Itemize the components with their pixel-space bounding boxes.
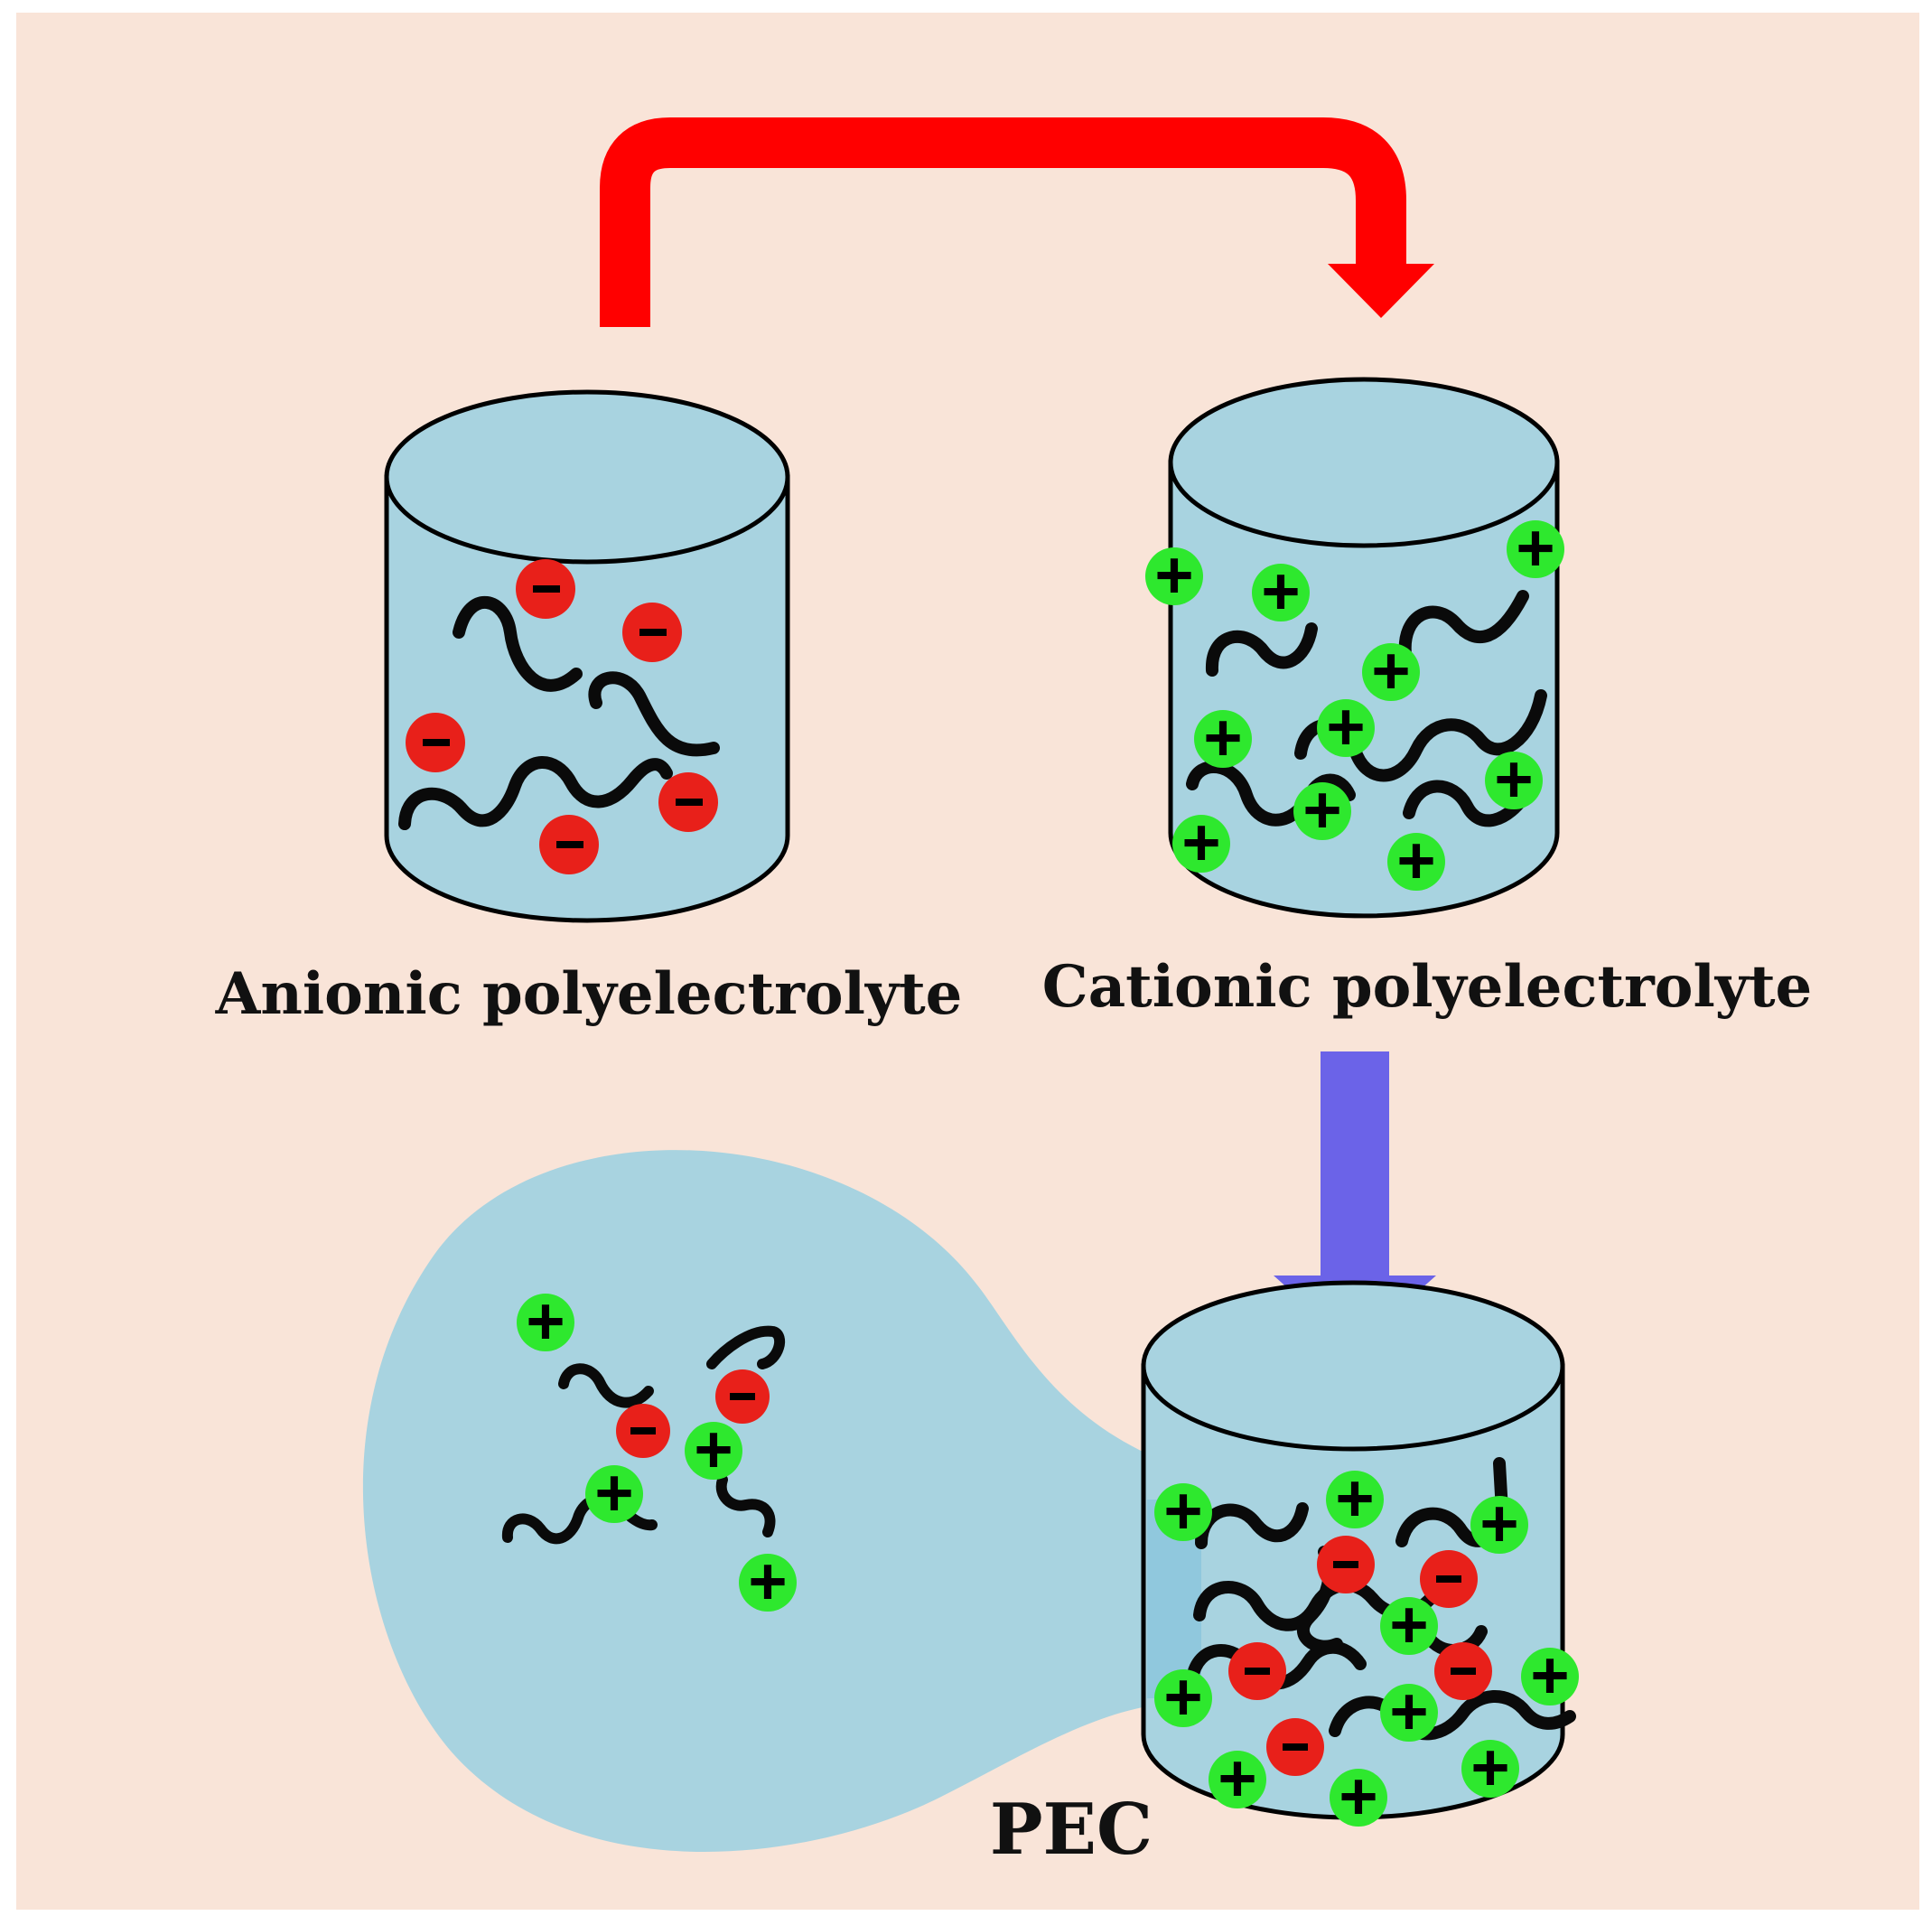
polymer-chains [398,596,720,830]
positive-ion: + [517,1284,574,1359]
positive-ion: + [1154,1659,1212,1734]
positive-sign: + [594,1455,633,1530]
positive-ion: + [1293,772,1351,847]
negative-ion [1434,1642,1492,1700]
negative-ion [715,1369,770,1424]
positive-sign: + [694,1412,733,1487]
anionic-cylinder [384,389,790,923]
cationic-cylinder: + + + + + + + + + + [1145,377,1564,919]
positive-sign: + [1163,1473,1202,1548]
positive-sign: + [1203,700,1242,775]
negative-ion [1317,1536,1375,1593]
positive-ion: + [1521,1638,1579,1713]
negative-ion [658,772,718,832]
mixing-arrow [1274,1051,1436,1348]
positive-sign: + [1181,805,1220,880]
positive-sign: + [1154,537,1193,612]
positive-sign: + [1470,1730,1509,1805]
positive-sign: + [1516,510,1554,585]
pec-cylinder: + + + + + + + + + + [1141,1280,1579,1834]
transfer-arrow [600,117,1434,327]
negative-ion [406,713,465,772]
positive-ion: + [585,1455,643,1530]
positive-sign: + [1371,633,1410,708]
positive-ion: + [1485,742,1543,817]
negative-ion [1266,1718,1324,1776]
positive-ion: + [685,1412,742,1487]
bubble-contents: + + + + [501,1284,797,1619]
positive-ion: + [1380,1674,1438,1749]
positive-sign: + [1396,823,1435,898]
positive-ion: + [1461,1730,1519,1805]
positive-ion: + [1330,1759,1387,1834]
positive-sign: + [1389,1674,1428,1749]
positive-ion: + [739,1544,797,1619]
positive-ion: + [1470,1486,1528,1561]
positive-ion: + [1154,1473,1212,1548]
anionic-label: Anionic polyelectrolyte [215,960,963,1028]
positive-sign: + [526,1284,565,1359]
positive-ion: + [1326,1461,1384,1536]
cationic-label: Cationic polyelectrolyte [1042,953,1812,1021]
positive-sign: + [1530,1638,1569,1713]
negative-ion [1420,1550,1478,1608]
positive-sign: + [1479,1486,1518,1561]
positive-ions: + + + + + + + + + + [1154,1461,1579,1834]
positive-ion: + [1252,554,1310,629]
pec-label: PEC [990,1789,1153,1871]
positive-sign: + [1389,1587,1428,1662]
positive-ion: + [1172,805,1230,880]
positive-sign: + [1218,1741,1256,1816]
positive-sign: + [1302,772,1341,847]
positive-sign: + [1261,554,1300,629]
positive-sign: + [1339,1759,1377,1834]
positive-sign: + [1335,1461,1374,1536]
positive-ion: + [1317,689,1375,764]
negative-ions [406,559,718,874]
positive-ion: + [1387,823,1445,898]
negative-ion [616,1404,670,1458]
positive-ion: + [1507,510,1564,585]
negative-ion [539,815,599,874]
positive-sign: + [1326,689,1365,764]
positive-sign: + [1494,742,1533,817]
positive-sign: + [748,1544,787,1619]
positive-ion: + [1380,1587,1438,1662]
positive-ion: + [1145,537,1203,612]
positive-ion: + [1209,1741,1266,1816]
positive-ion: + [1194,700,1252,775]
negative-ion [1228,1642,1286,1700]
negative-ions [1228,1536,1492,1776]
positive-ions: + + + + + + + + + + [1145,510,1564,898]
negative-ion [516,559,575,619]
positive-ion: + [1362,633,1420,708]
positive-sign: + [1163,1659,1202,1734]
negative-ion [622,603,682,662]
